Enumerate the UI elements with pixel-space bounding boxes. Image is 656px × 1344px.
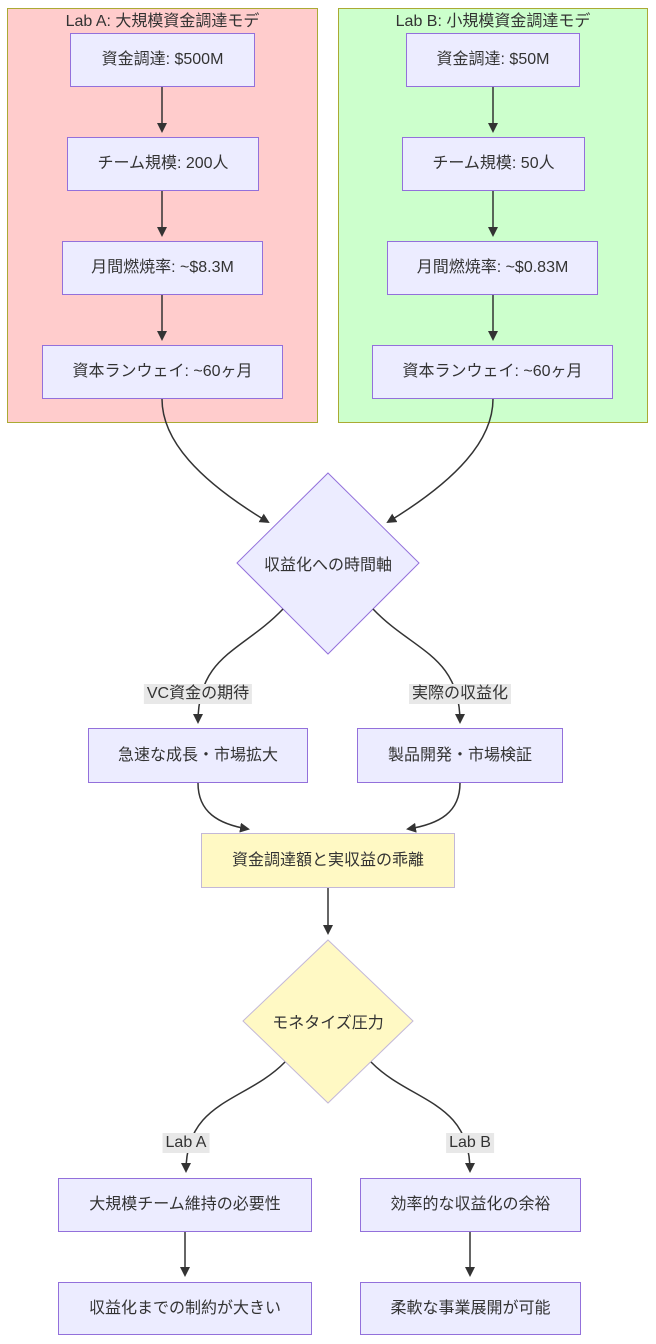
- node-large-team-maintenance: 大規模チーム維持の必要性: [58, 1178, 312, 1232]
- subgraph-lab-a-title: Lab A: 大規模資金調達モデ: [65, 13, 260, 30]
- edge-f-g1: [181, 1061, 286, 1173]
- edge-label-actual-monetization: 実際の収益化: [408, 684, 512, 704]
- node-lab-a-team-size: チーム規模: 200人: [67, 137, 259, 191]
- subgraph-lab-b-title: Lab B: 小規模資金調達モデ: [395, 13, 591, 30]
- edge-c-d1: [193, 608, 284, 724]
- edge-label-vc-expectation: VC資金の期待: [143, 684, 253, 704]
- edge-b4-c: [386, 398, 494, 524]
- decision-monetization-pressure-shape: [242, 939, 414, 1104]
- node-lab-b-funding: 資金調達: $50M: [406, 33, 580, 87]
- node-lab-b-burn-rate: 月間燃焼率: ~$0.83M: [387, 241, 598, 295]
- node-flexible-business: 柔軟な事業展開が可能: [360, 1282, 581, 1335]
- edge-a4-c: [161, 398, 270, 524]
- edge-d1-e: [197, 782, 250, 833]
- decision-time-to-monetization-shape: [236, 472, 420, 655]
- node-lab-b-runway: 資本ランウェイ: ~60ヶ月: [372, 345, 613, 399]
- node-product-dev-validation: 製品開発・市場検証: [357, 728, 563, 783]
- edge-label-lab-b: Lab B: [446, 1133, 494, 1153]
- node-efficient-monetization-margin: 効率的な収益化の余裕: [360, 1178, 581, 1232]
- edge-label-lab-a: Lab A: [162, 1133, 210, 1153]
- edge-f-g2: [370, 1061, 475, 1173]
- node-lab-a-burn-rate: 月間燃焼率: ~$8.3M: [62, 241, 263, 295]
- node-rapid-growth-expansion: 急速な成長・市場拡大: [88, 728, 308, 783]
- node-funding-revenue-gap: 資金調達額と実収益の乖離: [201, 833, 455, 888]
- node-lab-a-funding: 資金調達: $500M: [70, 33, 255, 87]
- edge-d2-e: [406, 782, 461, 833]
- edge-c-d2: [372, 608, 465, 724]
- node-lab-a-runway: 資本ランウェイ: ~60ヶ月: [42, 345, 283, 399]
- node-monetization-constraints: 収益化までの制約が大きい: [58, 1282, 312, 1335]
- node-lab-b-team-size: チーム規模: 50人: [402, 137, 585, 191]
